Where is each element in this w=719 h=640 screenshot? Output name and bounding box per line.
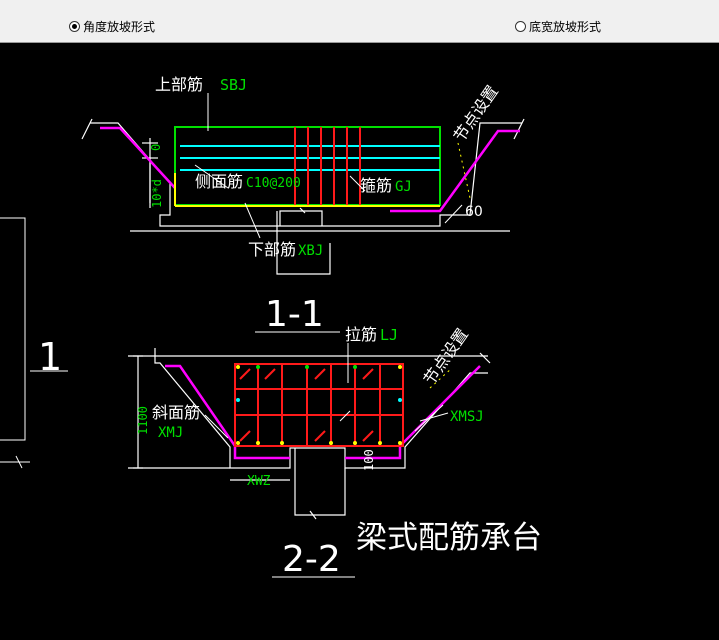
section-1-side-rebar xyxy=(180,145,440,171)
left-marker-label: 1 xyxy=(38,335,62,379)
radio-bottom-width-slope[interactable]: 底宽放坡形式 xyxy=(515,18,601,35)
section-2-dim-100: 100 xyxy=(362,449,376,471)
section-2-rebar-dots xyxy=(236,365,402,445)
section-1-stirrup-label: 箍筋 xyxy=(360,176,392,195)
drawing-caption: 梁式配筋承台 xyxy=(356,520,542,556)
section-1-bottom-rebar-label: 下部筋 xyxy=(248,240,296,259)
section-1-leaders xyxy=(194,93,463,239)
cad-drawing-canvas: 1 xyxy=(0,75,542,580)
section-2-node-dots xyxy=(429,367,453,389)
section-2-outline xyxy=(128,348,491,520)
section-2-slope-rebar-label: 斜面筋 xyxy=(152,403,200,422)
section-2-slope-rebar-right-code: XMSJ xyxy=(450,409,484,425)
radio-bottom-width-slope-label: 底宽放坡形式 xyxy=(529,20,602,34)
section-1-top-rebar-code: SBJ xyxy=(220,76,247,94)
section-1-side-rebar-label: 侧面筋 xyxy=(195,172,243,191)
section-2-dim-1100: 1100 xyxy=(136,406,150,435)
section-1-dim-zero: 0 xyxy=(149,144,163,151)
section-2-dim-xwz: XWZ xyxy=(247,474,271,489)
left-frame xyxy=(0,217,30,469)
section-1-stirrups xyxy=(294,127,361,205)
section-2-slope-rebar-code: XMJ xyxy=(158,425,183,441)
section-1-dim-10d: 10*d xyxy=(150,179,164,208)
section-1-side-rebar-code: C10@200 xyxy=(246,176,301,191)
radio-angle-slope-label: 角度放坡形式 xyxy=(83,20,156,34)
section-2-rebar-dots-green xyxy=(256,365,357,369)
section-1-slope-rebar xyxy=(100,126,520,213)
section-1-top-rebar-label: 上部筋 xyxy=(155,75,203,94)
section-1-bottom-rebar-code: XBJ xyxy=(298,243,323,259)
slope-mode-toolbar: 角度放坡形式 底宽放坡形式 xyxy=(0,0,719,43)
section-2-rebar-dots-cyan xyxy=(236,398,402,402)
section-2-title: 2-2 xyxy=(282,539,341,580)
radio-bottom-width-slope-indicator[interactable] xyxy=(515,21,526,32)
section-1-stirrup-code: GJ xyxy=(395,179,412,195)
section-1-title: 1-1 xyxy=(265,294,324,335)
section-2-tie-label: 拉筋 xyxy=(345,325,377,344)
radio-angle-slope-indicator[interactable] xyxy=(69,21,80,32)
section-2-leaders xyxy=(204,343,449,439)
section-2-rebar-grid xyxy=(234,363,404,447)
section-1-angle-value: 60 xyxy=(465,204,483,220)
radio-angle-slope[interactable]: 角度放坡形式 xyxy=(69,18,155,35)
section-2-tie-code: LJ xyxy=(380,326,398,344)
